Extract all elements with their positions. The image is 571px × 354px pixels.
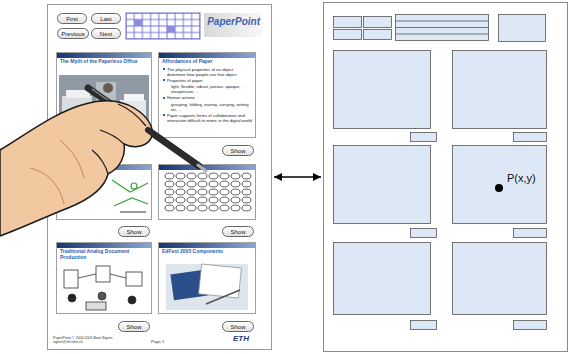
bullet-mark	[163, 114, 165, 116]
label-text: Show	[126, 229, 141, 235]
label-text: grasping, folding, tearing, carrying, wr…	[171, 102, 252, 112]
arrow-head	[313, 173, 321, 181]
label-text: The Myth of the Paperless Office	[60, 59, 148, 65]
show-button: Show	[118, 321, 150, 332]
label-text: Show	[230, 229, 245, 235]
label-text: Previous	[61, 31, 84, 37]
logo-ground	[204, 13, 262, 37]
slide-region: P(x,y)	[452, 145, 547, 224]
bullet-mark	[163, 68, 165, 70]
slide-bar	[159, 243, 255, 248]
label-text: Properties of paper	[167, 78, 252, 83]
label-text: Page 2	[151, 340, 181, 345]
label-text: Show	[230, 148, 245, 154]
show-button: Show	[222, 145, 254, 156]
slide-thumbnail: EdFest 2005 Components	[158, 242, 256, 264]
slide-frame	[159, 243, 256, 314]
show-button: Show	[222, 226, 254, 237]
keyboard-image	[164, 172, 252, 212]
bullet-mark	[163, 97, 165, 99]
logo: PaperPoint	[204, 13, 262, 37]
label-text: PaperPoint © 2004-2005 Beat Signer, sign…	[53, 336, 129, 344]
show-button: Show	[222, 321, 254, 332]
label-text: Last	[100, 16, 111, 22]
label-text: P(x,y)	[507, 172, 536, 184]
nav-button: Previous	[57, 28, 89, 39]
double-arrow	[274, 173, 321, 181]
schematic-lines	[396, 21, 489, 34]
nav-button: Last	[91, 13, 121, 24]
slide-bar	[57, 53, 151, 58]
sketch-lines	[112, 180, 148, 212]
schematic-boxes	[334, 15, 547, 330]
nav-button: First	[57, 13, 87, 24]
slide-frame	[57, 243, 152, 314]
nav-cell	[134, 20, 142, 27]
label-text: Traditional Analog Document Production	[60, 249, 148, 261]
label-text: Next	[100, 31, 112, 37]
slide-frame	[159, 165, 256, 220]
label-text: EdFest 2005 Components	[162, 249, 252, 255]
label-text: Show	[230, 324, 245, 330]
slide-bar	[159, 165, 255, 170]
slide-thumbnail: Traditional Analog Document Production	[56, 242, 152, 264]
label-text: Show	[126, 324, 141, 330]
slide-bar	[57, 243, 151, 248]
components-photo	[166, 264, 248, 310]
slide-bar	[159, 53, 255, 58]
show-button: Show	[118, 226, 150, 237]
label-text: Paper supports forms of collaboration an…	[167, 113, 252, 123]
point-dot	[495, 184, 503, 192]
schematic-page	[324, 3, 568, 352]
production-diagram	[64, 266, 142, 310]
label-text: PaperPoint	[207, 16, 260, 27]
slide-thumbnail: Affordances of PaperThe physical propert…	[158, 52, 256, 138]
nav-cell	[167, 26, 175, 33]
label-text: First	[66, 16, 78, 22]
bullet-mark	[163, 79, 165, 81]
slide-frame	[159, 53, 256, 138]
label-text: light, flexible, robust, porous, opaque,…	[171, 84, 252, 94]
nav-grid	[126, 13, 200, 39]
label-text: The physical properties of an object det…	[167, 67, 252, 77]
arrow-head	[274, 173, 282, 181]
paper-page: PaperPoint © 2004-2005 Beat Signer, sign…	[47, 4, 272, 350]
nav-button: Next	[91, 28, 121, 39]
label-text: Human actions	[167, 95, 252, 100]
label-text: ETH	[233, 334, 267, 343]
schematic-page: P(x,y)	[323, 3, 568, 352]
slide-thumbnail: The Myth of the Paperless Office	[56, 52, 152, 74]
label-text: Affordances of Paper	[162, 59, 252, 65]
